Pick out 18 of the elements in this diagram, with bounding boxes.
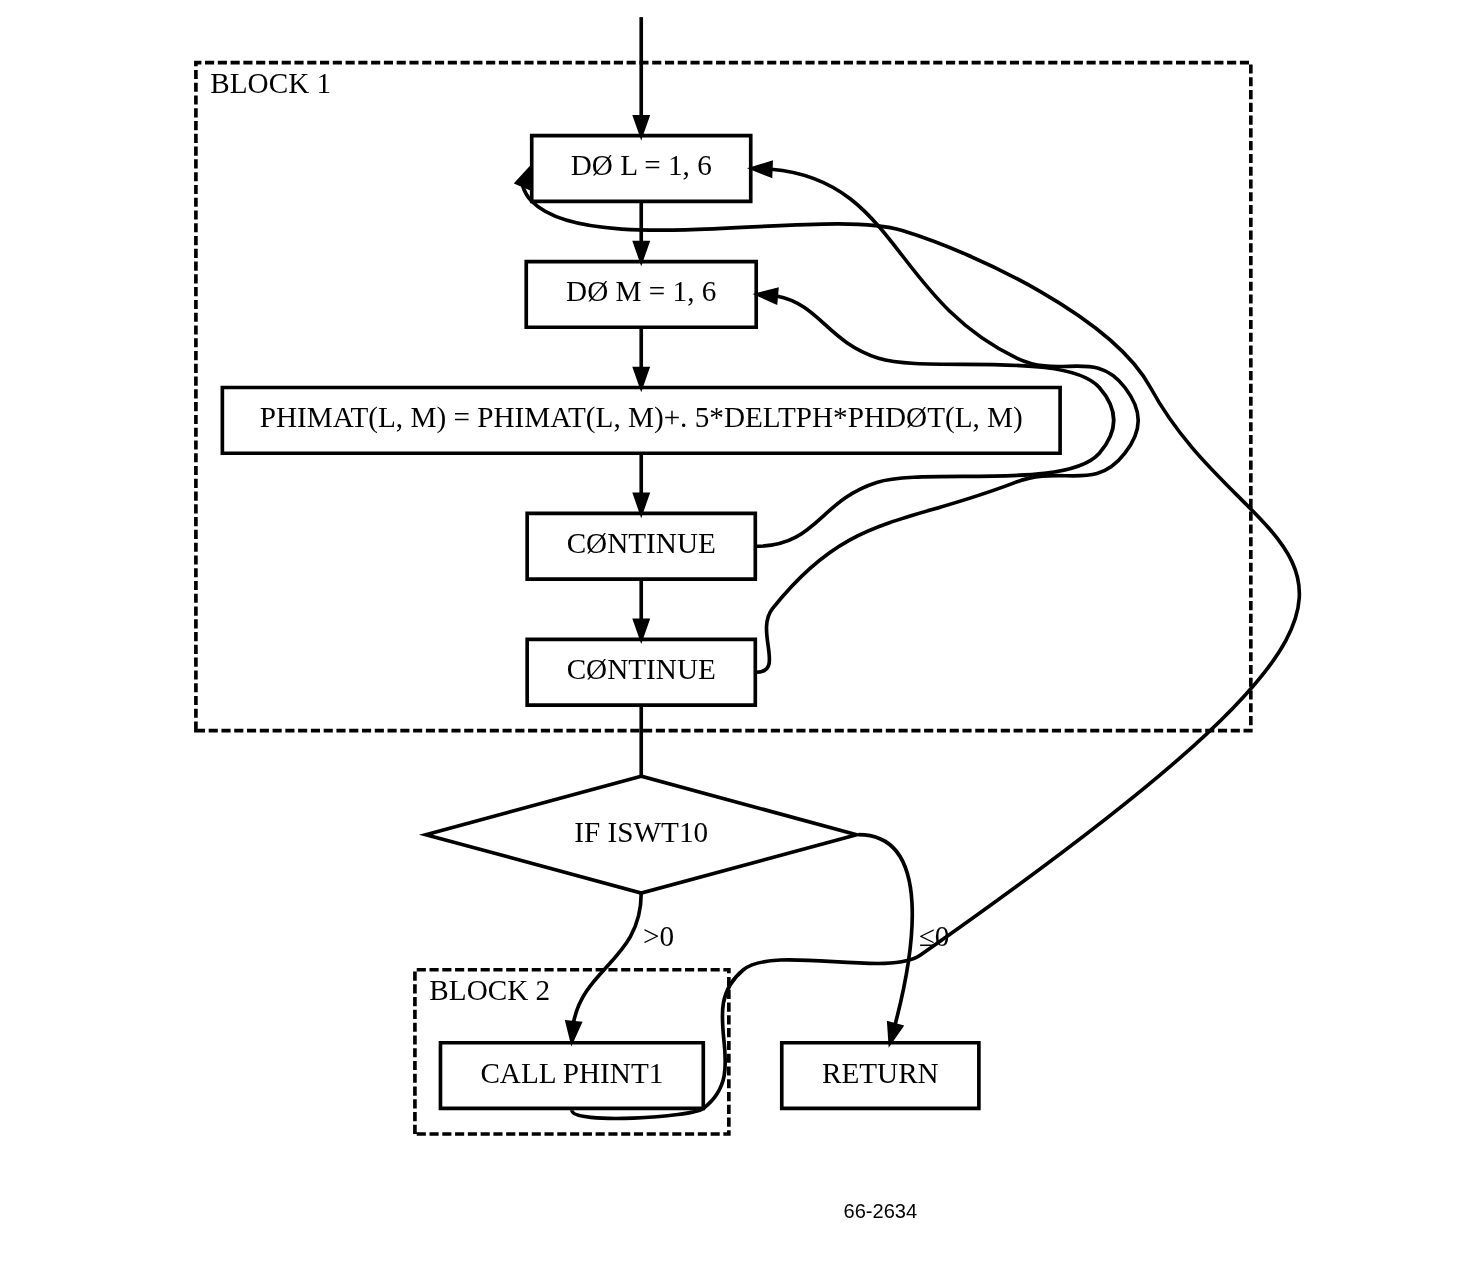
node-box: DØ M = 1, 6 bbox=[523, 259, 758, 330]
node-box: CØNTINUE bbox=[524, 637, 757, 707]
arrow bbox=[752, 287, 1115, 549]
node-box: CALL PHINT1 bbox=[438, 1040, 705, 1111]
node-box: DØ L = 1, 6 bbox=[529, 133, 753, 204]
connector bbox=[638, 705, 643, 776]
arrow bbox=[631, 579, 650, 645]
arrow bbox=[564, 892, 643, 1047]
arrow bbox=[631, 327, 650, 393]
node-box: RETURN bbox=[779, 1040, 981, 1111]
node-box: CØNTINUE bbox=[524, 511, 757, 581]
edge-label: >0 bbox=[642, 919, 674, 952]
label: 66-2634 bbox=[843, 1199, 917, 1222]
arrow bbox=[631, 453, 650, 519]
arrow bbox=[857, 832, 914, 1048]
node-box: PHIMAT(L, M) = PHIMAT(L, M)+. 5*DELTPH*PHDØT(L, M) bbox=[220, 385, 1062, 456]
arrow bbox=[631, 201, 650, 267]
arrow bbox=[631, 17, 650, 141]
